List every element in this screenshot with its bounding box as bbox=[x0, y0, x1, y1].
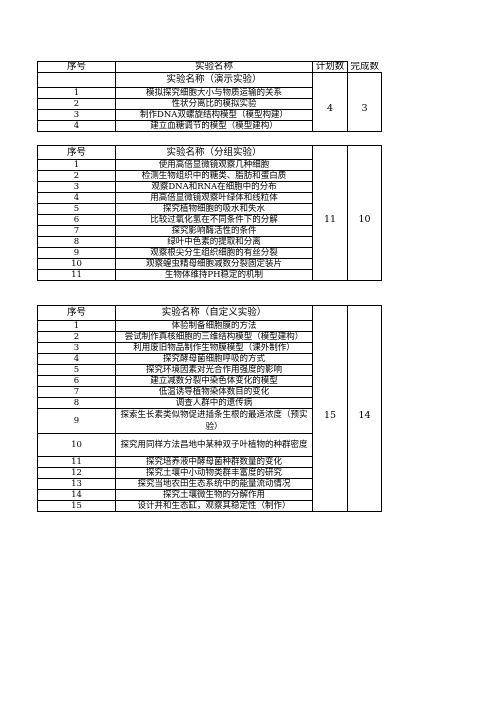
experiment-name: 观察根尖分生组织细胞的有丝分裂 bbox=[115, 247, 313, 259]
experiment-name: 低温诱导植物染体数目的变化 bbox=[115, 386, 313, 398]
row-index: 11 bbox=[37, 269, 116, 281]
done-count: 10 bbox=[347, 159, 382, 281]
row-index: 10 bbox=[37, 433, 116, 457]
row-index: 7 bbox=[37, 225, 116, 237]
planned-count: 4 bbox=[312, 87, 348, 132]
row-index: 6 bbox=[37, 214, 116, 226]
experiment-name: 建立血糖调节的模型（模型建构） bbox=[115, 120, 313, 132]
row-index: 1 bbox=[37, 320, 116, 332]
experiment-name: 检测生物组织中的糖类、脂肪和蛋白质 bbox=[115, 170, 313, 182]
experiment-name: 观察DNA和RNA在细胞中的分布 bbox=[115, 181, 313, 193]
row-index: 2 bbox=[37, 98, 116, 110]
row-index: 12 bbox=[37, 467, 116, 479]
experiment-name: 生物体维持PH稳定的机制 bbox=[115, 269, 313, 281]
header-name: 实验名称 bbox=[115, 61, 313, 73]
experiment-name: 性状分离比的模拟实验 bbox=[115, 98, 313, 110]
row-index: 11 bbox=[37, 456, 116, 468]
header-index: 序号 bbox=[37, 305, 116, 321]
row-index: 9 bbox=[37, 408, 116, 434]
row-index: 2 bbox=[37, 170, 116, 182]
experiment-name: 探究植物细胞的吸水和失水 bbox=[115, 203, 313, 215]
planned-count: 11 bbox=[312, 159, 348, 281]
experiment-name: 制作DNA双螺旋结构模型（模型构建） bbox=[115, 109, 313, 121]
row-index: 10 bbox=[37, 258, 116, 270]
row-index: 4 bbox=[37, 192, 116, 204]
experiment-name: 绿叶中色素的提取和分离 bbox=[115, 236, 313, 248]
experiment-name: 比较过氧化氢在不同条件下的分解 bbox=[115, 214, 313, 226]
row-index: 13 bbox=[37, 478, 116, 490]
section-title: 实验名称（演示实验） bbox=[115, 72, 313, 88]
experiment-name: 探究土壤微生物的分解作用 bbox=[115, 489, 313, 501]
row-index: 2 bbox=[37, 331, 116, 343]
experiment-name: 观察蝗虫精母细胞减数分裂固定装片 bbox=[115, 258, 313, 270]
experiment-name: 建立减数分裂中染色体变化的模型 bbox=[115, 375, 313, 387]
row-index: 8 bbox=[37, 236, 116, 248]
row-index: 14 bbox=[37, 489, 116, 501]
row-index: 4 bbox=[37, 120, 116, 132]
row-index: 3 bbox=[37, 342, 116, 354]
row-index: 1 bbox=[37, 159, 116, 171]
row-index: 7 bbox=[37, 386, 116, 398]
experiment-name: 探究用同样方法昌地中某种双子叶植物的种群密度 bbox=[115, 433, 313, 457]
experiment-name: 设计并和生态缸，观察其稳定性（制作） bbox=[115, 500, 313, 512]
experiment-name: 探索生长素类似物促进插条生根的最适浓度（预实验） bbox=[115, 408, 313, 434]
row-index: 6 bbox=[37, 375, 116, 387]
experiment-name: 探究当地农田生态系统中的能量流动情况 bbox=[115, 478, 313, 490]
header-planned: 计划数 bbox=[312, 61, 348, 73]
experiment-name: 尝试制作真核细胞的三维结构模型（模型建构） bbox=[115, 331, 313, 343]
done-count: 3 bbox=[347, 87, 382, 132]
experiment-name: 利用废旧物品制作生物膜模型（课外制作） bbox=[115, 342, 313, 354]
experiment-name: 模拟探究细胞大小与物质运输的关系 bbox=[115, 87, 313, 99]
experiment-name: 探究培养液中酵母菌种群数量的变化 bbox=[115, 456, 313, 468]
row-index: 8 bbox=[37, 397, 116, 409]
header-index: 序号 bbox=[37, 145, 116, 160]
planned-count: 15 bbox=[312, 320, 348, 512]
row-index: 5 bbox=[37, 203, 116, 215]
experiment-name: 探究影响酶活性的条件 bbox=[115, 225, 313, 237]
section-title: 实验名称（自定义实验） bbox=[115, 305, 313, 321]
row-index: 5 bbox=[37, 364, 116, 376]
row-index: 1 bbox=[37, 87, 116, 99]
experiment-name: 调查人群中的遗传病 bbox=[115, 397, 313, 409]
row-index: 3 bbox=[37, 109, 116, 121]
row-index: 4 bbox=[37, 353, 116, 365]
row-index: 9 bbox=[37, 247, 116, 259]
experiment-name: 探究酵母菌细胞呼吸的方式 bbox=[115, 353, 313, 365]
section-title: 实验名称（分组实验） bbox=[115, 145, 313, 160]
row-index: 3 bbox=[37, 181, 116, 193]
experiment-name: 探究环境因素对光合作用强度的影响 bbox=[115, 364, 313, 376]
row-index: 15 bbox=[37, 500, 116, 512]
header-done: 完成数 bbox=[350, 61, 379, 72]
done-count: 14 bbox=[347, 320, 382, 512]
experiment-name: 使用高倍显微镜观察几种细胞 bbox=[115, 159, 313, 171]
experiment-name: 探究土壤中小动物类群丰富度的研究 bbox=[115, 467, 313, 479]
experiment-name: 体验制备细胞膜的方法 bbox=[115, 320, 313, 332]
experiment-name: 用高倍显微镜观察叶绿体和线粒体 bbox=[115, 192, 313, 204]
header-index: 序号 bbox=[37, 61, 116, 73]
